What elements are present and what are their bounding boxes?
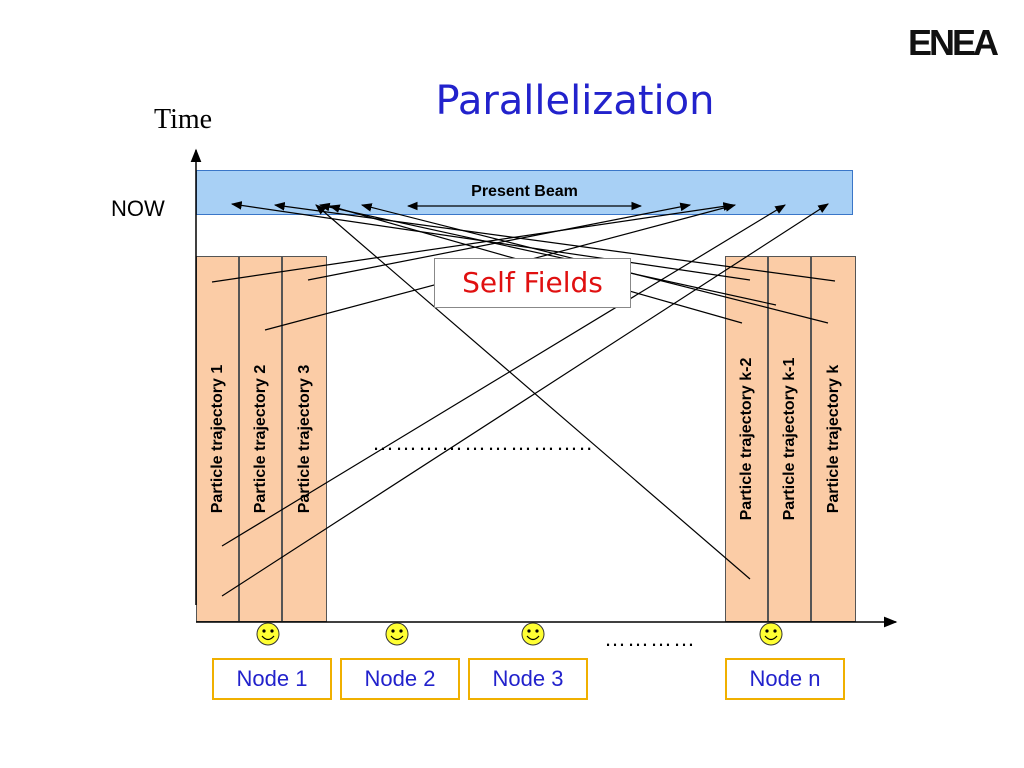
trajectory-column-k: Particle trajectory k	[811, 256, 856, 622]
field-line	[315, 204, 751, 580]
smiley-icon-node-3	[521, 622, 545, 646]
field-line	[273, 202, 836, 282]
node-n-box: Node n	[725, 658, 845, 700]
node-2-box: Node 2	[340, 658, 460, 700]
node-1-box: Node 1	[212, 658, 332, 700]
smiley-icon-node-n	[759, 622, 783, 646]
field-line	[307, 202, 692, 281]
trajectory-column-3: Particle trajectory 3	[282, 256, 327, 622]
enea-logo: ENEA	[907, 22, 999, 63]
present-beam-label: Present Beam	[471, 183, 578, 200]
slide-title: Parallelization	[435, 78, 715, 124]
field-line	[221, 203, 829, 597]
time-axis-label: Time	[154, 104, 213, 135]
middle-ellipsis: ………………………..	[372, 430, 594, 455]
smiley-icon-node-1	[256, 622, 280, 646]
node-ellipsis: …………	[604, 626, 696, 651]
now-label: NOW	[111, 196, 165, 221]
smiley-icon-node-2	[385, 622, 409, 646]
node-3-box: Node 3	[468, 658, 588, 700]
field-line	[221, 204, 786, 547]
field-line	[318, 202, 777, 306]
field-line	[211, 202, 735, 283]
trajectory-column-k-2: Particle trajectory k-2	[725, 256, 768, 622]
trajectory-column-2: Particle trajectory 2	[239, 256, 282, 622]
self-fields-box: Self Fields	[434, 258, 631, 308]
